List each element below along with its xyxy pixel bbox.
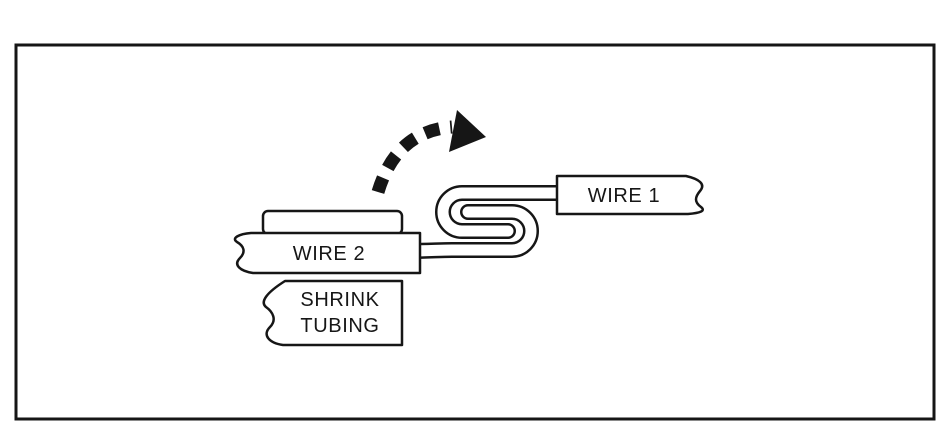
wire2-label: WIRE 2 [293,243,366,265]
shrink-tubing-label-box [262,279,404,347]
curved-dashed-motion-arrow-icon [371,110,486,194]
wire2-label-box [233,231,422,275]
wire1-hook-core [437,187,568,237]
wire1-hook [435,185,570,239]
wire1-label-box [555,174,705,216]
shrink-tubing-label-line1: SHRINK [300,289,379,311]
wire1-label: WIRE 1 [588,185,661,207]
shrink-tubing-label-line2: TUBING [300,315,379,337]
wire2-hook-core [402,206,537,257]
motion-arrow-head [449,110,486,152]
wire2-hook [400,204,539,259]
shrink-tubing-sleeve [261,209,404,236]
motion-arrow-dashes [371,120,453,194]
